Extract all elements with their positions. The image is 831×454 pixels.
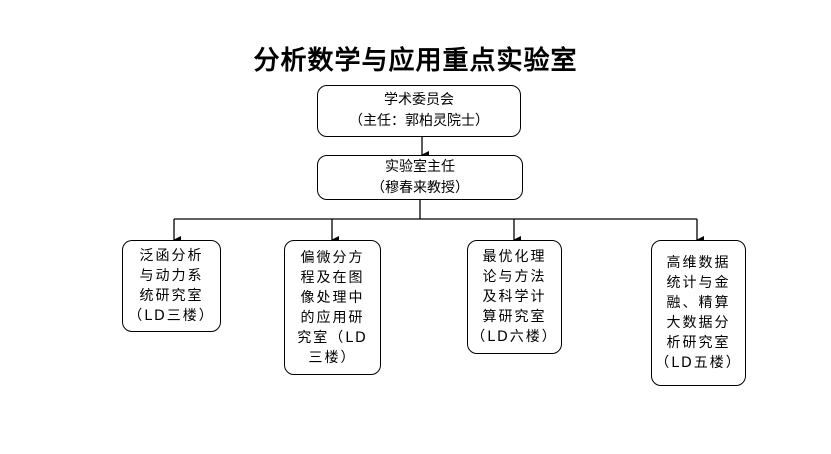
lab-2-line-1: 偏微分方 — [300, 249, 365, 266]
lab-2-line-5: 究室（LD — [297, 329, 368, 346]
lab-1-line-4: （LD三楼） — [128, 308, 215, 324]
committee-chair: （主任：郭柏灵院士） — [349, 113, 489, 129]
lab-2-line-4: 的应用研 — [300, 309, 365, 326]
director-name: 实验室主任 — [385, 158, 455, 175]
lab-3-line-1: 最优化理 — [482, 249, 547, 265]
lab-3-line-2: 论与方法 — [482, 269, 547, 285]
lab-1-line-1: 泛函分析 — [139, 248, 204, 264]
lab-3-line-3: 及科学计 — [482, 289, 547, 305]
lab-4-line-2: 统计与金 — [666, 275, 731, 291]
director-box: 实验室主任 （穆春来教授） — [317, 155, 523, 200]
lab-4-line-1: 高维数据 — [666, 255, 731, 271]
chart-title: 分析数学与应用重点实验室 — [253, 46, 578, 76]
committee-name: 学术委员会 — [384, 92, 454, 108]
lab-2-line-6: 三楼） — [308, 349, 357, 366]
lab-box-pde-imaging: 偏微分方 程及在图 像处理中 的应用研 究室（LD 三楼） — [284, 240, 381, 375]
lab-box-optimization: 最优化理 论与方法 及科学计 算研究室 （LD六楼） — [467, 240, 562, 354]
lab-3-line-5: （LD六楼） — [471, 329, 558, 345]
lab-4-line-6: （LD五楼） — [655, 355, 742, 371]
lab-2-line-3: 像处理中 — [300, 289, 365, 306]
lab-box-functional-analysis: 泛函分析 与动力系 统研究室 （LD三楼） — [122, 240, 221, 332]
lab-box-high-dim-statistics: 高维数据 统计与金 融、精算 大数据分 析研究室 （LD五楼） — [651, 240, 746, 386]
lab-1-line-3: 统研究室 — [139, 288, 204, 304]
lab-3-line-4: 算研究室 — [482, 309, 547, 325]
lab-4-line-5: 析研究室 — [666, 335, 731, 351]
lab-1-line-2: 与动力系 — [139, 268, 204, 284]
director-person: （穆春来教授） — [371, 179, 469, 196]
lab-4-line-4: 大数据分 — [666, 315, 731, 331]
lab-4-line-3: 融、精算 — [666, 295, 731, 311]
committee-box: 学术委员会 （主任：郭柏灵院士） — [317, 85, 521, 137]
lab-2-line-2: 程及在图 — [300, 269, 365, 286]
